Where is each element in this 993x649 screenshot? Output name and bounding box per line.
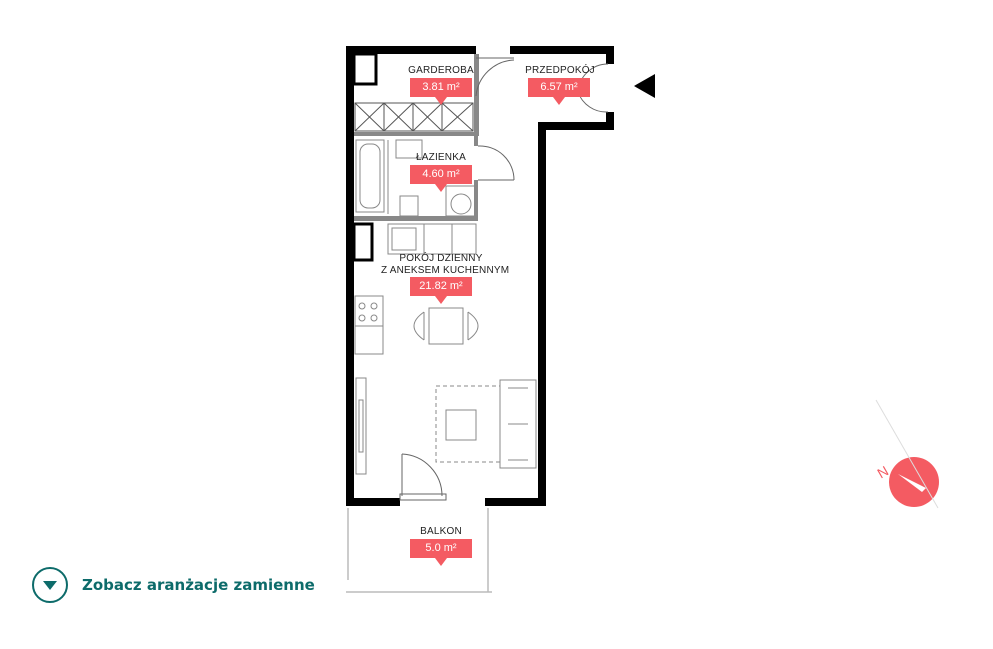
alternative-layouts-label[interactable]: Zobacz aranżacje zamienne [82, 576, 315, 594]
room-name-pokoj-dzienny-line1: POKÓJ DZIENNY [399, 253, 483, 264]
balcony [346, 508, 492, 593]
area-badge-garderoba: 3.81 m² [410, 78, 472, 105]
room-name-przedpokoj: PRZEDPOKÓJ [525, 65, 595, 76]
wardrobe [354, 102, 474, 132]
bathroom-fixtures [355, 139, 477, 217]
alternative-layouts-link[interactable]: Zobacz aranżacje zamienne [32, 565, 315, 605]
room-name-balkon: BALKON [420, 526, 462, 537]
living-furniture [355, 377, 537, 475]
kitchen [354, 223, 477, 355]
chevron-down-icon[interactable] [32, 567, 68, 603]
compass-icon: N [874, 399, 939, 509]
area-badge-przedpokoj: 6.57 m² [528, 78, 590, 105]
area-badge-lazienka: 4.60 m² [410, 165, 472, 192]
compass-north-label: N [874, 463, 891, 482]
room-name-garderoba: GARDEROBA [408, 65, 474, 76]
entrance-arrow-icon [634, 74, 655, 98]
area-badge-balkon: 5.0 m² [410, 539, 472, 566]
room-name-lazienka: ŁAZIENKA [416, 152, 466, 163]
room-name-pokoj-dzienny-line2: Z ANEKSEM KUCHENNYM [381, 265, 510, 276]
outer-walls [346, 46, 614, 506]
area-badge-pokoj-dzienny: 21.82 m² [410, 277, 472, 304]
shaft [352, 52, 378, 262]
dining-table [413, 307, 479, 345]
doors [399, 57, 609, 501]
